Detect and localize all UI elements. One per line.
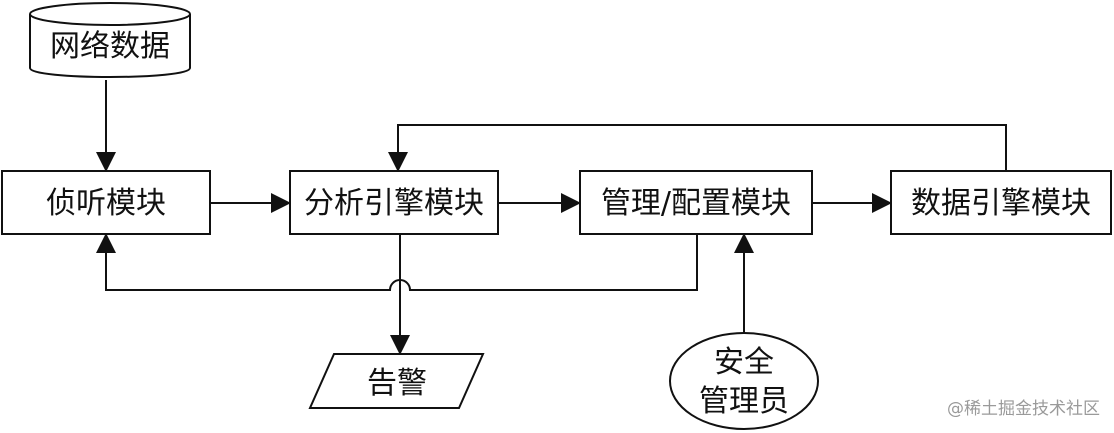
alarm-label: 告警 bbox=[367, 366, 427, 401]
security-admin-ellipse: 安全 管理员 bbox=[669, 332, 819, 430]
network-data-label: 网络数据 bbox=[50, 29, 170, 64]
sniffer-module-label: 侦听模块 bbox=[46, 186, 166, 221]
management-config-module: 管理/配置模块 bbox=[579, 170, 813, 235]
analysis-engine-module: 分析引擎模块 bbox=[289, 170, 499, 235]
watermark-text: @稀土掘金技术社区 bbox=[947, 399, 1100, 419]
alarm-parallelogram: 告警 bbox=[308, 353, 485, 409]
data-engine-module-label: 数据引擎模块 bbox=[911, 186, 1091, 221]
security-admin-label-line2: 管理员 bbox=[699, 384, 789, 419]
security-admin-label-line1: 安全 bbox=[714, 345, 774, 380]
network-data-cylinder: 网络数据 bbox=[29, 2, 191, 78]
arrow-management-to-sniffer bbox=[96, 233, 698, 291]
management-config-module-label: 管理/配置模块 bbox=[601, 186, 791, 221]
analysis-engine-module-label: 分析引擎模块 bbox=[304, 186, 484, 221]
arrow-data-engine-to-analysis bbox=[388, 124, 1007, 172]
sniffer-module: 侦听模块 bbox=[1, 170, 211, 235]
data-engine-module: 数据引擎模块 bbox=[890, 170, 1112, 235]
